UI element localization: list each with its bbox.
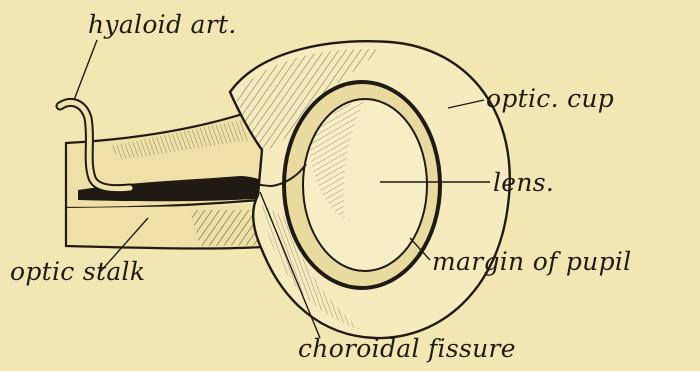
label-margin-of-pupil: margin of pupil <box>432 249 631 274</box>
label-optic-cup: optic. cup <box>486 86 614 111</box>
label-optic-stalk: optic stalk <box>10 259 145 284</box>
label-hyaloid-artery: hyaloid art. <box>88 12 237 37</box>
label-choroidal-fissure: choroidal fissure <box>298 336 516 361</box>
label-lens: lens. <box>493 170 554 195</box>
